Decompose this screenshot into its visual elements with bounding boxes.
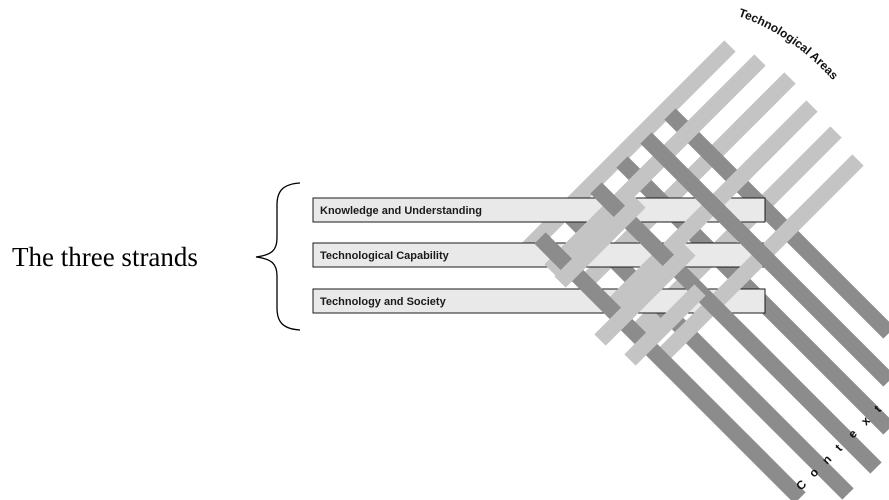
context-band <box>664 108 889 339</box>
curly-brace <box>255 182 301 331</box>
context-band <box>640 132 889 387</box>
three-strands-label: The three strands <box>12 242 198 272</box>
strand-label-society: Technology and Society <box>320 296 447 308</box>
technological-area-band <box>512 40 736 264</box>
strand-label-capability: Technological Capability <box>320 250 450 262</box>
technological-area-band-crossing <box>624 284 706 366</box>
bands-overlay-layer <box>534 54 889 500</box>
strand-label-knowledge: Knowledge and Understanding <box>320 205 482 217</box>
context-band <box>590 182 882 474</box>
technological-area-band-crossing <box>594 244 696 346</box>
technological-area-band <box>544 54 766 276</box>
technological-area-band-crossing <box>554 196 646 288</box>
context-band <box>534 232 806 500</box>
